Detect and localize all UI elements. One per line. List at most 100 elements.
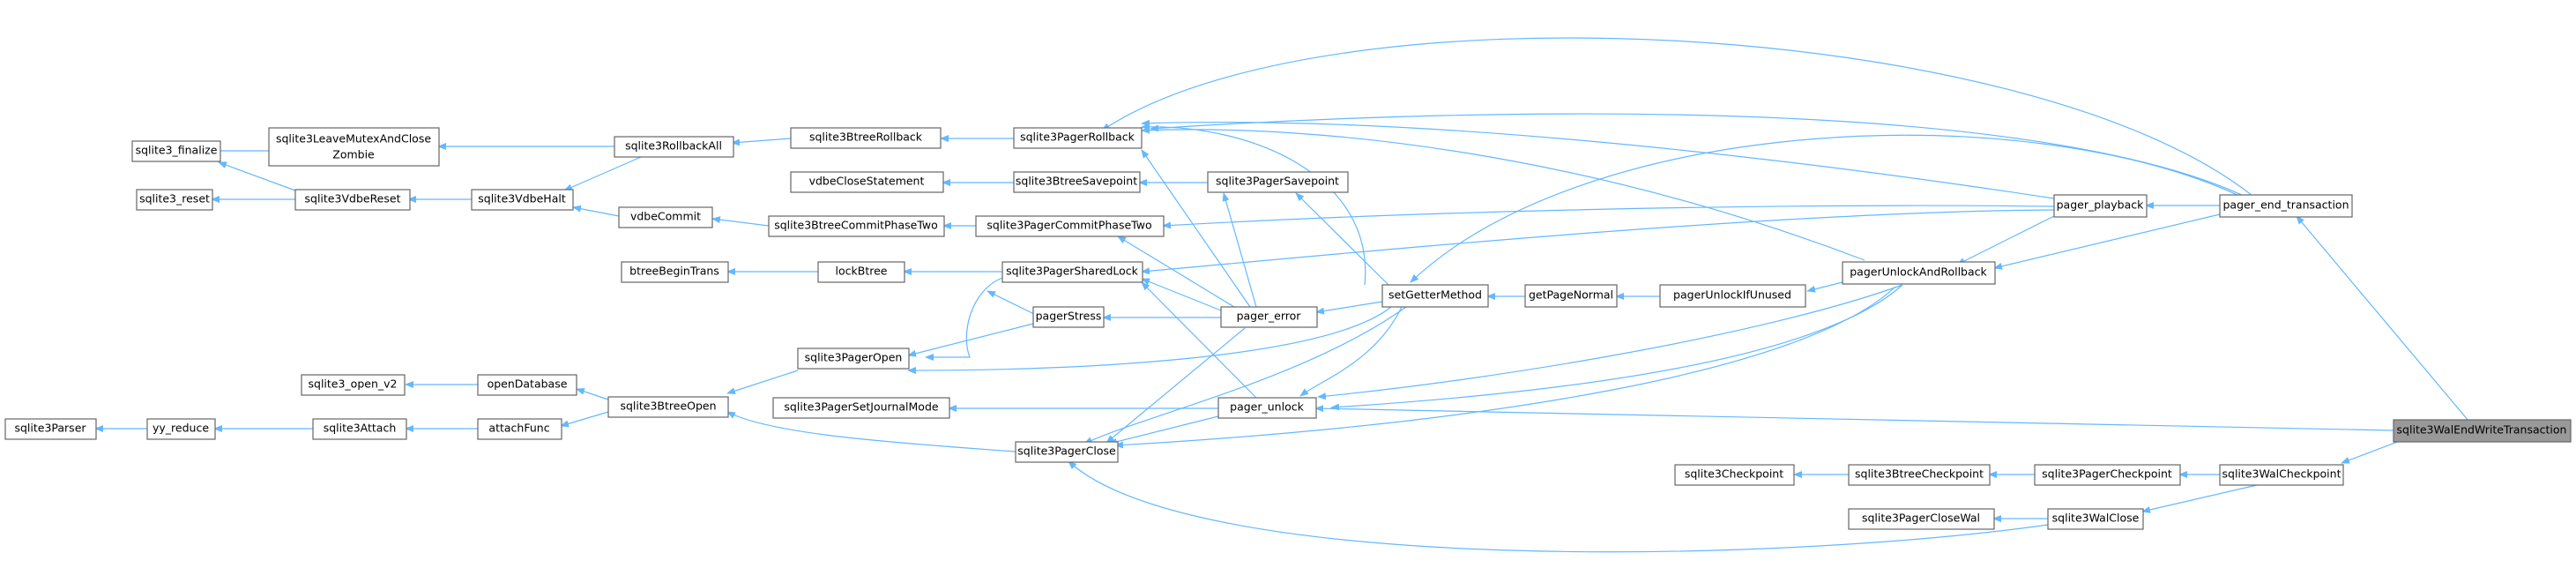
node-sqlite3pagerrollback[interactable]: sqlite3PagerRollback — [1013, 127, 1143, 149]
svg-text:setGetterMethod: setGetterMethod — [1389, 288, 1482, 302]
node-sqlite3leavemutexandclosezombie[interactable]: sqlite3LeaveMutexAndClose Zombie — [268, 127, 440, 167]
node-opendatabase[interactable]: openDatabase — [477, 374, 577, 396]
node-btreebegintrans[interactable]: btreeBeginTrans — [621, 261, 729, 283]
node-vdbeclosestatement[interactable]: vdbeCloseStatement — [790, 171, 944, 193]
edge-endtrans-getter — [1410, 134, 2240, 283]
edge-unlockandrollback-unlockifunused — [1806, 281, 1843, 293]
node-sqlite3btreerollback[interactable]: sqlite3BtreeRollback — [790, 127, 942, 149]
node-sqlite3pageropen[interactable]: sqlite3PagerOpen — [797, 348, 910, 370]
node-sqlite3pagersetjournalmode[interactable]: sqlite3PagerSetJournalMode — [772, 397, 950, 419]
node-attachfunc[interactable]: attachFunc — [477, 418, 562, 440]
edge-btreecommit-vdbecommit — [711, 216, 770, 227]
svg-text:sqlite3PagerCheckpoint: sqlite3PagerCheckpoint — [2042, 467, 2172, 481]
svg-text:sqlite3Parser: sqlite3Parser — [14, 422, 86, 435]
node-pagerstress[interactable]: pagerStress — [1032, 306, 1105, 328]
svg-text:lockBtree: lockBtree — [836, 265, 888, 278]
node-pager-unlock[interactable]: pager_unlock — [1217, 397, 1317, 419]
node-sqlite3pagerclosewal[interactable]: sqlite3PagerCloseWal — [1848, 508, 1995, 530]
svg-text:sqlite3WalCheckpoint: sqlite3WalCheckpoint — [2222, 467, 2341, 481]
svg-text:sqlite3_open_v2: sqlite3_open_v2 — [309, 377, 398, 391]
node-sqlite3rollbackall[interactable]: sqlite3RollbackAll — [614, 136, 734, 158]
edge-pagerclose-btreeopen — [726, 411, 1016, 452]
edge-endtrans-unlockandrollback — [1993, 213, 2221, 270]
edge-getter-pagerrollback-curve — [1141, 123, 1366, 286]
node-sqlite3vdbehalt[interactable]: sqlite3VdbeHalt — [471, 189, 574, 211]
node-setgettermethod[interactable]: setGetterMethod — [1381, 284, 1489, 308]
edge-btreeopen-attachfunc — [560, 411, 609, 428]
node-sqlite3-open-v2[interactable]: sqlite3_open_v2 — [301, 374, 406, 396]
edge-getter-pageropen — [907, 306, 1392, 374]
svg-text:openDatabase: openDatabase — [488, 377, 568, 391]
node-pager-end-transaction[interactable]: pager_end_transaction — [2219, 194, 2353, 218]
edge-pagerunlock-pagerclose — [1108, 414, 1226, 445]
edge-rollbackall-vdbehalt — [563, 156, 642, 191]
svg-text:sqlite3PagerClose: sqlite3PagerClose — [1017, 445, 1116, 458]
node-pager-playback[interactable]: pager_playback — [2053, 194, 2148, 218]
svg-text:vdbeCommit: vdbeCommit — [630, 210, 701, 223]
svg-text:sqlite3LeaveMutexAndClose: sqlite3LeaveMutexAndClose — [276, 132, 431, 146]
svg-text:sqlite3BtreeSavepoint: sqlite3BtreeSavepoint — [1016, 175, 1137, 188]
svg-text:sqlite3PagerOpen: sqlite3PagerOpen — [805, 351, 903, 364]
svg-text:sqlite3_reset: sqlite3_reset — [139, 192, 210, 206]
edge-getter-pagererror — [1315, 301, 1383, 315]
svg-text:pager_unlock: pager_unlock — [1230, 400, 1304, 414]
node-sqlite3btreecheckpoint[interactable]: sqlite3BtreeCheckpoint — [1848, 464, 1991, 486]
node-pager-error[interactable]: pager_error — [1220, 306, 1318, 328]
edge-btreerollback-rollbackall — [731, 138, 792, 146]
edge-playback-sharedlock — [1141, 209, 2055, 275]
node-sqlite3parser[interactable]: sqlite3Parser — [4, 418, 97, 440]
edges — [94, 37, 2469, 553]
node-sqlite3pagersharedlock[interactable]: sqlite3PagerSharedLock — [1001, 261, 1143, 283]
edge-pagerstress-sharedlock — [986, 290, 1037, 316]
edge-sharedlock-pageropen-curve — [925, 277, 1003, 361]
node-sqlite3vdbereset[interactable]: sqlite3VdbeReset — [294, 189, 411, 211]
svg-text:yy_reduce: yy_reduce — [153, 422, 209, 435]
node-getpagenormal[interactable]: getPageNormal — [1524, 284, 1618, 308]
node-sqlite3walendwritetransaction[interactable]: sqlite3WalEndWriteTransaction — [2393, 419, 2572, 443]
svg-text:sqlite3PagerCommitPhaseTwo: sqlite3PagerCommitPhaseTwo — [986, 219, 1151, 232]
edge-pagererror-pagerclose — [1106, 327, 1246, 444]
svg-text:sqlite3PagerSetJournalMode: sqlite3PagerSetJournalMode — [784, 400, 938, 414]
svg-text:sqlite3_finalize: sqlite3_finalize — [136, 144, 218, 157]
svg-text:pagerUnlockAndRollback: pagerUnlockAndRollback — [1850, 265, 1987, 279]
svg-text:sqlite3PagerCloseWal: sqlite3PagerCloseWal — [1862, 512, 1980, 525]
svg-text:pager_playback: pager_playback — [2057, 198, 2145, 212]
node-sqlite3walclose[interactable]: sqlite3WalClose — [2047, 508, 2144, 530]
node-sqlite3pagerclose[interactable]: sqlite3PagerClose — [1015, 441, 1119, 463]
node-sqlite3-reset[interactable]: sqlite3_reset — [136, 189, 213, 211]
edge-playback-unlockandrollback — [1956, 215, 2055, 265]
node-sqlite3pagersavepoint[interactable]: sqlite3PagerSavepoint — [1207, 171, 1349, 193]
svg-text:pagerUnlockIfUnused: pagerUnlockIfUnused — [1673, 288, 1791, 302]
edge-pagerstress-pageropen — [907, 323, 1034, 357]
svg-text:sqlite3WalEndWriteTransaction: sqlite3WalEndWriteTransaction — [2397, 423, 2567, 437]
edge-unlockandrollback-pagerunlock — [1317, 284, 1903, 400]
edge-pagerunlock-sharedlock — [1141, 281, 1257, 399]
node-pagerunlockifunused[interactable]: pagerUnlockIfUnused — [1659, 284, 1806, 308]
node-vdbecommit[interactable]: vdbeCommit — [618, 206, 713, 228]
node-lockbtree[interactable]: lockBtree — [817, 261, 905, 283]
node-sqlite3btreecommitphasetwo[interactable]: sqlite3BtreeCommitPhaseTwo — [768, 215, 945, 237]
node-sqlite3pagercheckpoint[interactable]: sqlite3PagerCheckpoint — [2034, 464, 2181, 486]
node-sqlite3attach[interactable]: sqlite3Attach — [312, 418, 407, 440]
edge-getter-pagersavepoint — [1295, 192, 1389, 286]
node-sqlite3btreesavepoint[interactable]: sqlite3BtreeSavepoint — [1013, 171, 1141, 193]
svg-text:sqlite3VdbeReset: sqlite3VdbeReset — [305, 192, 401, 206]
svg-text:pager_error: pager_error — [1237, 310, 1302, 323]
edge-btreeopen-opendatabase — [576, 388, 609, 400]
edge-unlockandrollback-pagerrollback — [1141, 126, 1865, 261]
node-sqlite3pagercommitphasetwo[interactable]: sqlite3PagerCommitPhaseTwo — [975, 215, 1165, 237]
svg-text:getPageNormal: getPageNormal — [1529, 288, 1613, 302]
svg-text:sqlite3PagerRollback: sqlite3PagerRollback — [1020, 131, 1135, 144]
edge-pagererror-pagersavepoint — [1222, 192, 1257, 308]
node-sqlite3-finalize[interactable]: sqlite3_finalize — [131, 140, 221, 162]
edge-walend-walcheckpoint — [2341, 437, 2408, 464]
edge-vdbecommit-vdbehalt — [572, 205, 620, 217]
node-yy-reduce[interactable]: yy_reduce — [146, 418, 216, 440]
node-sqlite3btreeopen[interactable]: sqlite3BtreeOpen — [607, 396, 729, 418]
svg-text:sqlite3RollbackAll: sqlite3RollbackAll — [625, 139, 722, 153]
edge-vdbereset-finalize — [218, 161, 296, 191]
node-sqlite3walcheckpoint[interactable]: sqlite3WalCheckpoint — [2219, 464, 2344, 486]
node-pagerunlockandrollback[interactable]: pagerUnlockAndRollback — [1842, 261, 1996, 285]
node-sqlite3checkpoint[interactable]: sqlite3Checkpoint — [1674, 464, 1795, 486]
